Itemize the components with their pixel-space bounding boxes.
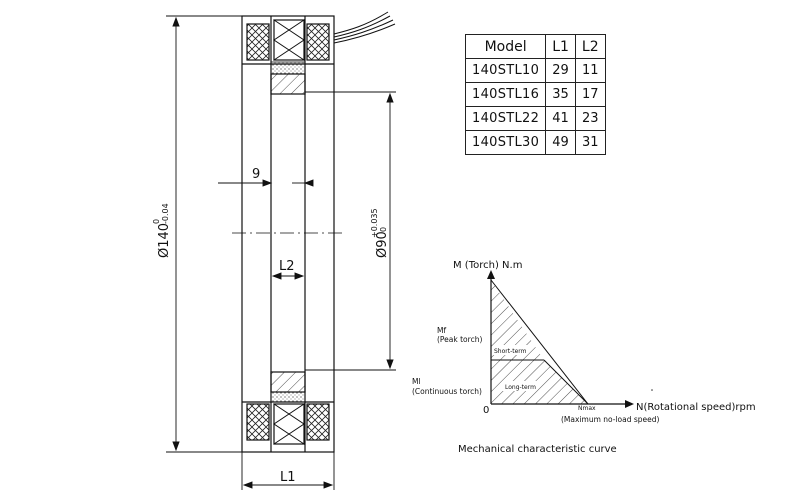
header-l1: L1	[545, 34, 576, 59]
cell-l2: 23	[574, 106, 606, 131]
housing-outline	[241, 15, 335, 453]
lead-wires	[333, 11, 396, 44]
short-term-label: Short-term	[494, 348, 527, 355]
header-l2: L2	[574, 34, 606, 59]
cell-l2: 11	[574, 58, 606, 83]
characteristic-curve	[487, 270, 653, 408]
mf-label: Mf	[437, 326, 446, 335]
table-row: 140STL30 49 31	[464, 130, 606, 155]
x-axis-arrow	[625, 400, 634, 408]
inner-diameter-label: Ø90	[375, 231, 390, 258]
dimension-9-label: 9	[252, 167, 260, 182]
table-row: 140STL10 29 11	[464, 58, 606, 83]
nmax-label: Nmax	[578, 405, 596, 412]
header-model: Model	[464, 34, 547, 59]
table-header-row: Model L1 L2	[464, 34, 606, 59]
top-magnet	[270, 61, 306, 75]
y-axis-label: M (Torch) N.m	[453, 260, 522, 271]
inner-tol-upper: +0.035	[370, 208, 379, 238]
cell-model: 140STL16	[464, 82, 547, 107]
bottom-winding	[246, 403, 330, 445]
top-winding	[246, 19, 330, 61]
cell-model: 140STL30	[464, 130, 547, 155]
curve-caption: Mechanical characteristic curve	[458, 444, 617, 455]
mf-description: (Peak torch)	[437, 335, 482, 344]
bottom-magnet	[270, 391, 306, 403]
inner-tol-lower: 0	[379, 227, 388, 232]
table-row: 140STL16 35 17	[464, 82, 606, 107]
dimensions	[166, 15, 396, 490]
cell-l1: 49	[545, 130, 576, 155]
cell-model: 140STL22	[464, 106, 547, 131]
cell-l2: 31	[574, 130, 606, 155]
outer-tol-lower: -0.04	[161, 203, 170, 224]
top-rotor-section	[270, 73, 306, 95]
outer-diameter-label: Ø140	[157, 223, 172, 258]
x-axis-label: N(Rotational speed)rpm	[636, 402, 756, 413]
origin-label: 0	[483, 405, 489, 416]
cell-l1: 41	[545, 106, 576, 131]
curve-axes	[490, 276, 628, 405]
long-term-label: Long-term	[505, 384, 536, 391]
table-row: 140STL22 41 23	[464, 106, 606, 131]
cell-model: 140STL10	[464, 58, 547, 83]
bottom-rotor-section	[270, 371, 306, 393]
ml-description: (Continuous torch)	[412, 387, 482, 396]
cell-l2: 17	[574, 82, 606, 107]
dimension-l2-label: L2	[279, 259, 295, 274]
short-term-region	[491, 280, 544, 360]
y-axis-arrow	[487, 270, 495, 279]
dimension-l1-label: L1	[280, 470, 296, 485]
nmax-description: (Maximum no-load speed)	[561, 415, 660, 424]
model-dimension-table: Model L1 L2 140STL10 29 11 140STL16 35 1…	[464, 34, 606, 155]
motor-section	[232, 11, 396, 453]
cell-l1: 29	[545, 58, 576, 83]
cell-l1: 35	[545, 82, 576, 107]
ml-label: Ml	[412, 377, 421, 386]
outer-tol-upper: 0	[152, 219, 161, 224]
long-term-region	[491, 360, 588, 404]
